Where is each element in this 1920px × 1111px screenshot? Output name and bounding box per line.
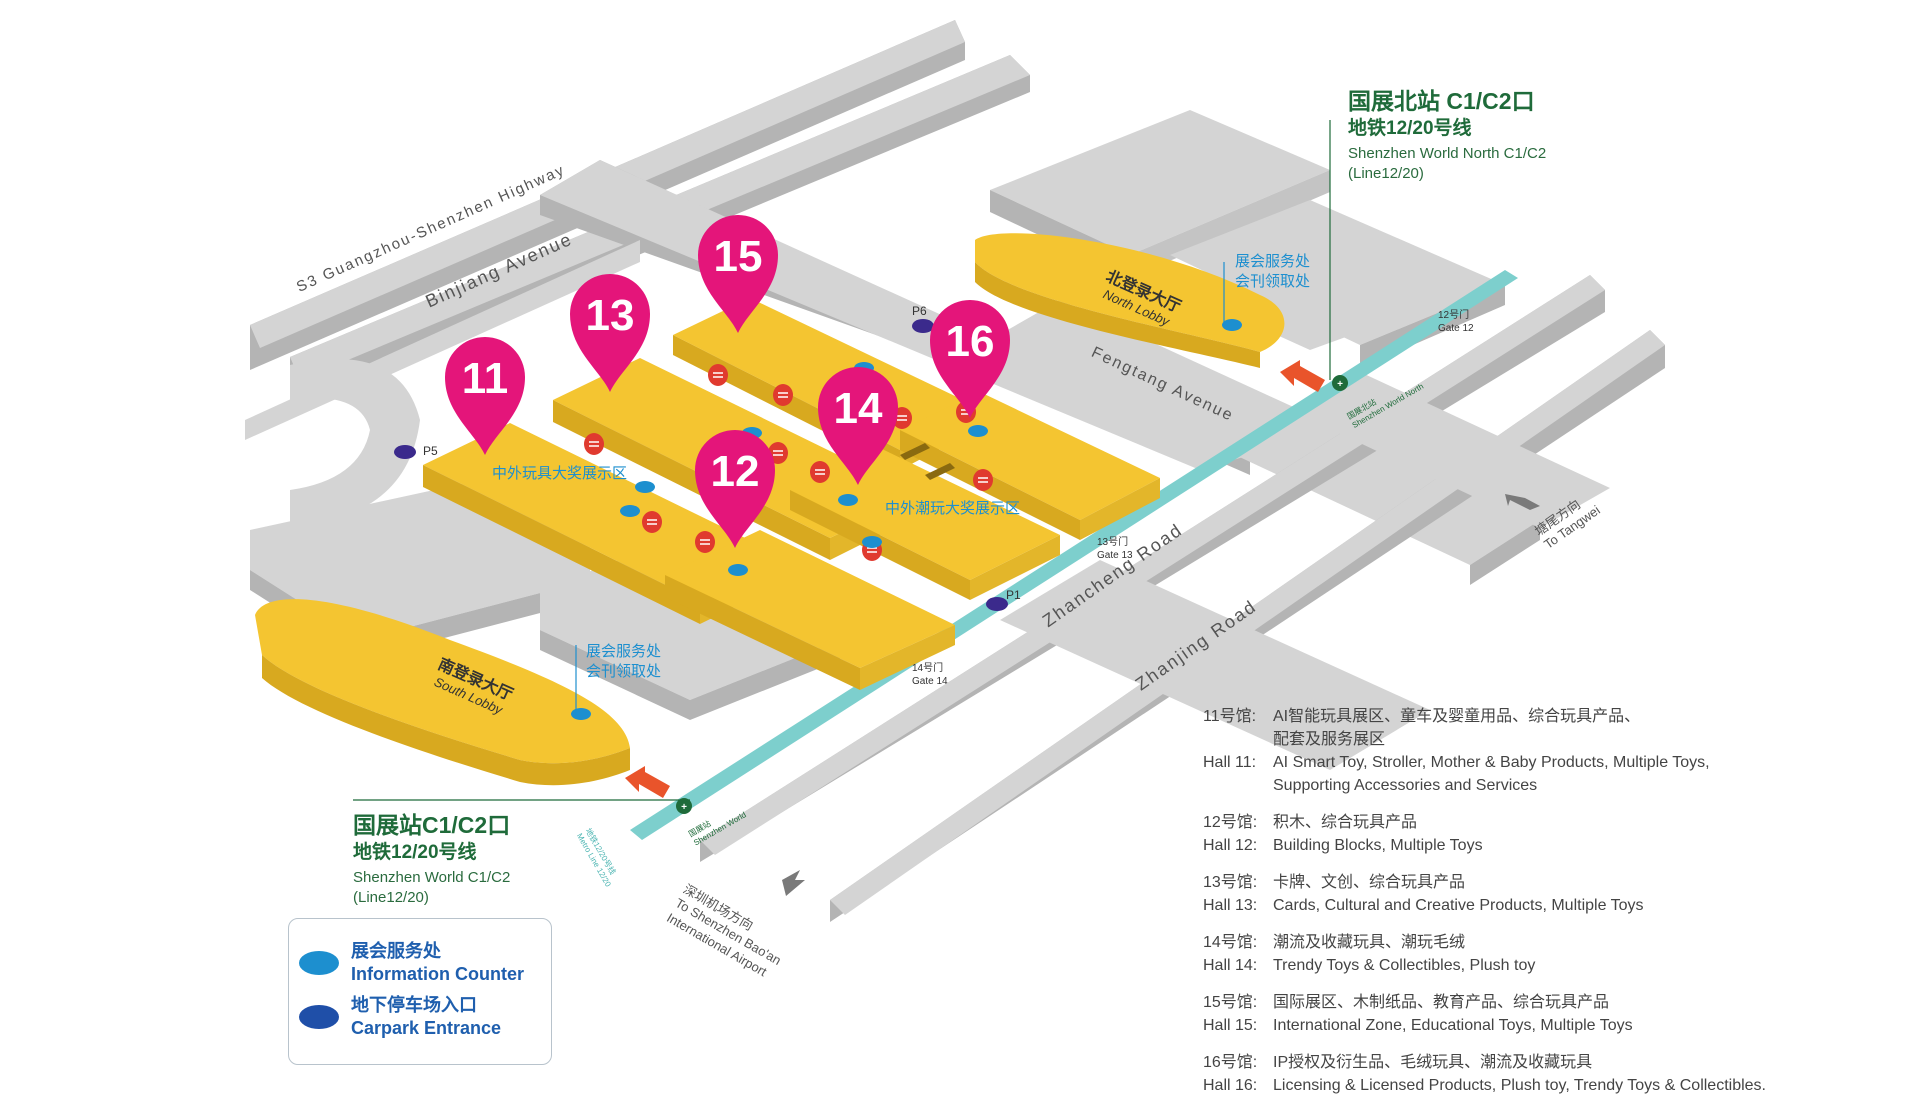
carpark-marker: [912, 319, 934, 333]
info-counter-marker: [862, 536, 882, 548]
trendy-award-area-label: 中外潮玩大奖展示区: [885, 500, 1021, 517]
legend-info-cn: 展会服务处: [351, 941, 441, 961]
parking-p6-label: P6: [912, 304, 927, 318]
north-station-info: 国展北站 C1/C2口 地铁12/20号线 Shenzhen World Nor…: [1348, 88, 1547, 182]
hall-description-item: 15号馆: 国际展区、木制纸品、教育产品、综合玩具产品 Hall 15: Intern…: [1203, 991, 1903, 1037]
legend-carpark-en: Carpark Entrance: [351, 1017, 502, 1038]
info-counter-marker: [968, 425, 988, 437]
hall-description-text: Licensing & Licensed Products, Plush toy…: [1273, 1077, 1766, 1094]
map-legend: 展会服务处 Information Counter 地下停车场入口 Carpar…: [288, 918, 552, 1065]
hall-entrance-icon: [773, 384, 793, 406]
hall-description-item: 12号馆: 积木、综合玩具产品 Hall 12: Building Blocks, M…: [1203, 811, 1903, 857]
hall-description-text: 配套及服务展区: [1273, 731, 1386, 748]
hall-key-cn: 13号馆:: [1203, 874, 1258, 891]
hall-key-en: Hall 13:: [1203, 897, 1258, 914]
hall-pin-12: 12: [695, 430, 775, 548]
south-station-sign: +: [676, 798, 692, 814]
hall-key-cn: 14号馆:: [1203, 934, 1258, 951]
hall-key-cn: 16号馆:: [1203, 1054, 1258, 1071]
hall-key-cn: 15号馆:: [1203, 994, 1258, 1011]
toy-award-area-label: 中外玩具大奖展示区: [492, 465, 628, 482]
carpark-icon: [299, 1005, 339, 1030]
hall-description-item: 11号馆: AI智能玩具展区、童车及婴童用品、综合玩具产品、配套及服务展区 Hall…: [1203, 705, 1903, 797]
hall-entrance-icon: [973, 469, 993, 491]
hall-key-cn: 12号馆:: [1203, 814, 1258, 831]
hall-pin-number: 15: [714, 232, 763, 281]
hall-key-en: Hall 14:: [1203, 957, 1258, 974]
hall-description-list: 11号馆: AI智能玩具展区、童车及婴童用品、综合玩具产品、配套及服务展区 Hall…: [1203, 705, 1903, 1111]
hall-pin-number: 11: [462, 354, 509, 403]
hall-pin-13: 13: [570, 274, 650, 392]
south-station-info: 国展站C1/C2口 地铁12/20号线 Shenzhen World C1/C2…: [353, 812, 511, 906]
hall-entrance-icon: [810, 461, 830, 483]
hall-entrance-icon: [695, 531, 715, 553]
hall-entrance-icon: [642, 511, 662, 533]
leader-lines: [353, 120, 1331, 801]
hall-description-text: International Zone, Educational Toys, Mu…: [1273, 1017, 1633, 1034]
svg-text:+: +: [681, 802, 687, 813]
hall-key-en: Hall 16:: [1203, 1077, 1258, 1094]
info-counter-marker: [571, 708, 591, 720]
hall-description-text: 卡牌、文创、综合玩具产品: [1273, 874, 1466, 891]
metro-line: [630, 270, 1518, 840]
hall-description-item: 13号馆: 卡牌、文创、综合玩具产品 Hall 13: Cards, Cultural…: [1203, 871, 1903, 917]
hall-description-text: IP授权及衍生品、毛绒玩具、潮流及收藏玩具: [1273, 1054, 1593, 1071]
hall-description-item: 16号馆: IP授权及衍生品、毛绒玩具、潮流及收藏玩具 Hall 16: Licens…: [1203, 1051, 1903, 1097]
north-lobby: [975, 233, 1285, 368]
carpark-marker: [394, 445, 416, 459]
parking-p5-label: P5: [423, 444, 438, 458]
hall-key-en: [1203, 774, 1273, 797]
entry-arrows: [625, 360, 1325, 798]
road-network: [245, 20, 1665, 922]
hall-pin-14: 14: [818, 367, 898, 485]
hall-pin-number: 13: [586, 291, 635, 340]
north-service-label: 展会服务处 会刊领取处: [1235, 253, 1311, 291]
map-drawing: + + 11 12 13 14 15 16: [245, 20, 1665, 922]
info-counter-marker: [728, 564, 748, 576]
hall-key-en: Hall 15:: [1203, 1017, 1258, 1034]
hall-pin-16: 16: [930, 300, 1010, 418]
direction-arrows: [782, 494, 1540, 896]
hall-description-text: Trendy Toys & Collectibles, Plush toy: [1273, 957, 1536, 974]
south-lobby: [255, 599, 630, 786]
hall-description-text: AI智能玩具展区、童车及婴童用品、综合玩具产品、: [1273, 708, 1641, 725]
hall-description-text: 国际展区、木制纸品、教育产品、综合玩具产品: [1273, 994, 1610, 1011]
svg-text:+: +: [1337, 379, 1343, 390]
info-counter-marker: [838, 494, 858, 506]
hall-description-text: Cards, Cultural and Creative Products, M…: [1273, 897, 1644, 914]
info-counter-marker: [620, 505, 640, 517]
hall-key-en: Hall 12:: [1203, 837, 1258, 854]
info-counter-marker: [1222, 319, 1242, 331]
hall-description-text: AI Smart Toy, Stroller, Mother & Baby Pr…: [1273, 754, 1710, 771]
hall-pin-number: 14: [834, 384, 883, 433]
parking-p1-label: P1: [1006, 588, 1021, 602]
hall-key-cn: 11号馆:: [1203, 708, 1257, 725]
info-counter-marker: [635, 481, 655, 493]
hall-description-text: 积木、综合玩具产品: [1273, 814, 1418, 831]
service-leaders: [575, 262, 1225, 715]
hall-pin-15: 15: [698, 215, 778, 333]
hall-description-text: 潮流及收藏玩具、潮玩毛绒: [1273, 934, 1466, 951]
legend-info-en: Information Counter: [351, 963, 524, 984]
hall-entrance-icon: [584, 433, 604, 455]
hall-pin-number: 16: [946, 317, 995, 366]
hall-key-cn: [1203, 728, 1273, 751]
hall-entrance-icon: [708, 364, 728, 386]
hall-description-text: Supporting Accessories and Services: [1273, 777, 1538, 794]
hall-key-en: Hall 11:: [1203, 754, 1257, 771]
north-station-sign: +: [1332, 375, 1348, 391]
hall-description-item: 14号馆: 潮流及收藏玩具、潮玩毛绒 Hall 14: Trendy Toys & C…: [1203, 931, 1903, 977]
hall-description-text: Building Blocks, Multiple Toys: [1273, 837, 1483, 854]
hall-pin-11: 11: [445, 337, 525, 455]
info-counter-icon: [299, 951, 339, 976]
legend-carpark-cn: 地下停车场入口: [351, 995, 477, 1015]
carpark-marker: [986, 597, 1008, 611]
hall-pin-number: 12: [711, 447, 760, 496]
south-service-label: 展会服务处 会刊领取处: [586, 643, 662, 681]
hall-pins: 11 12 13 14 15 16: [445, 215, 1010, 548]
